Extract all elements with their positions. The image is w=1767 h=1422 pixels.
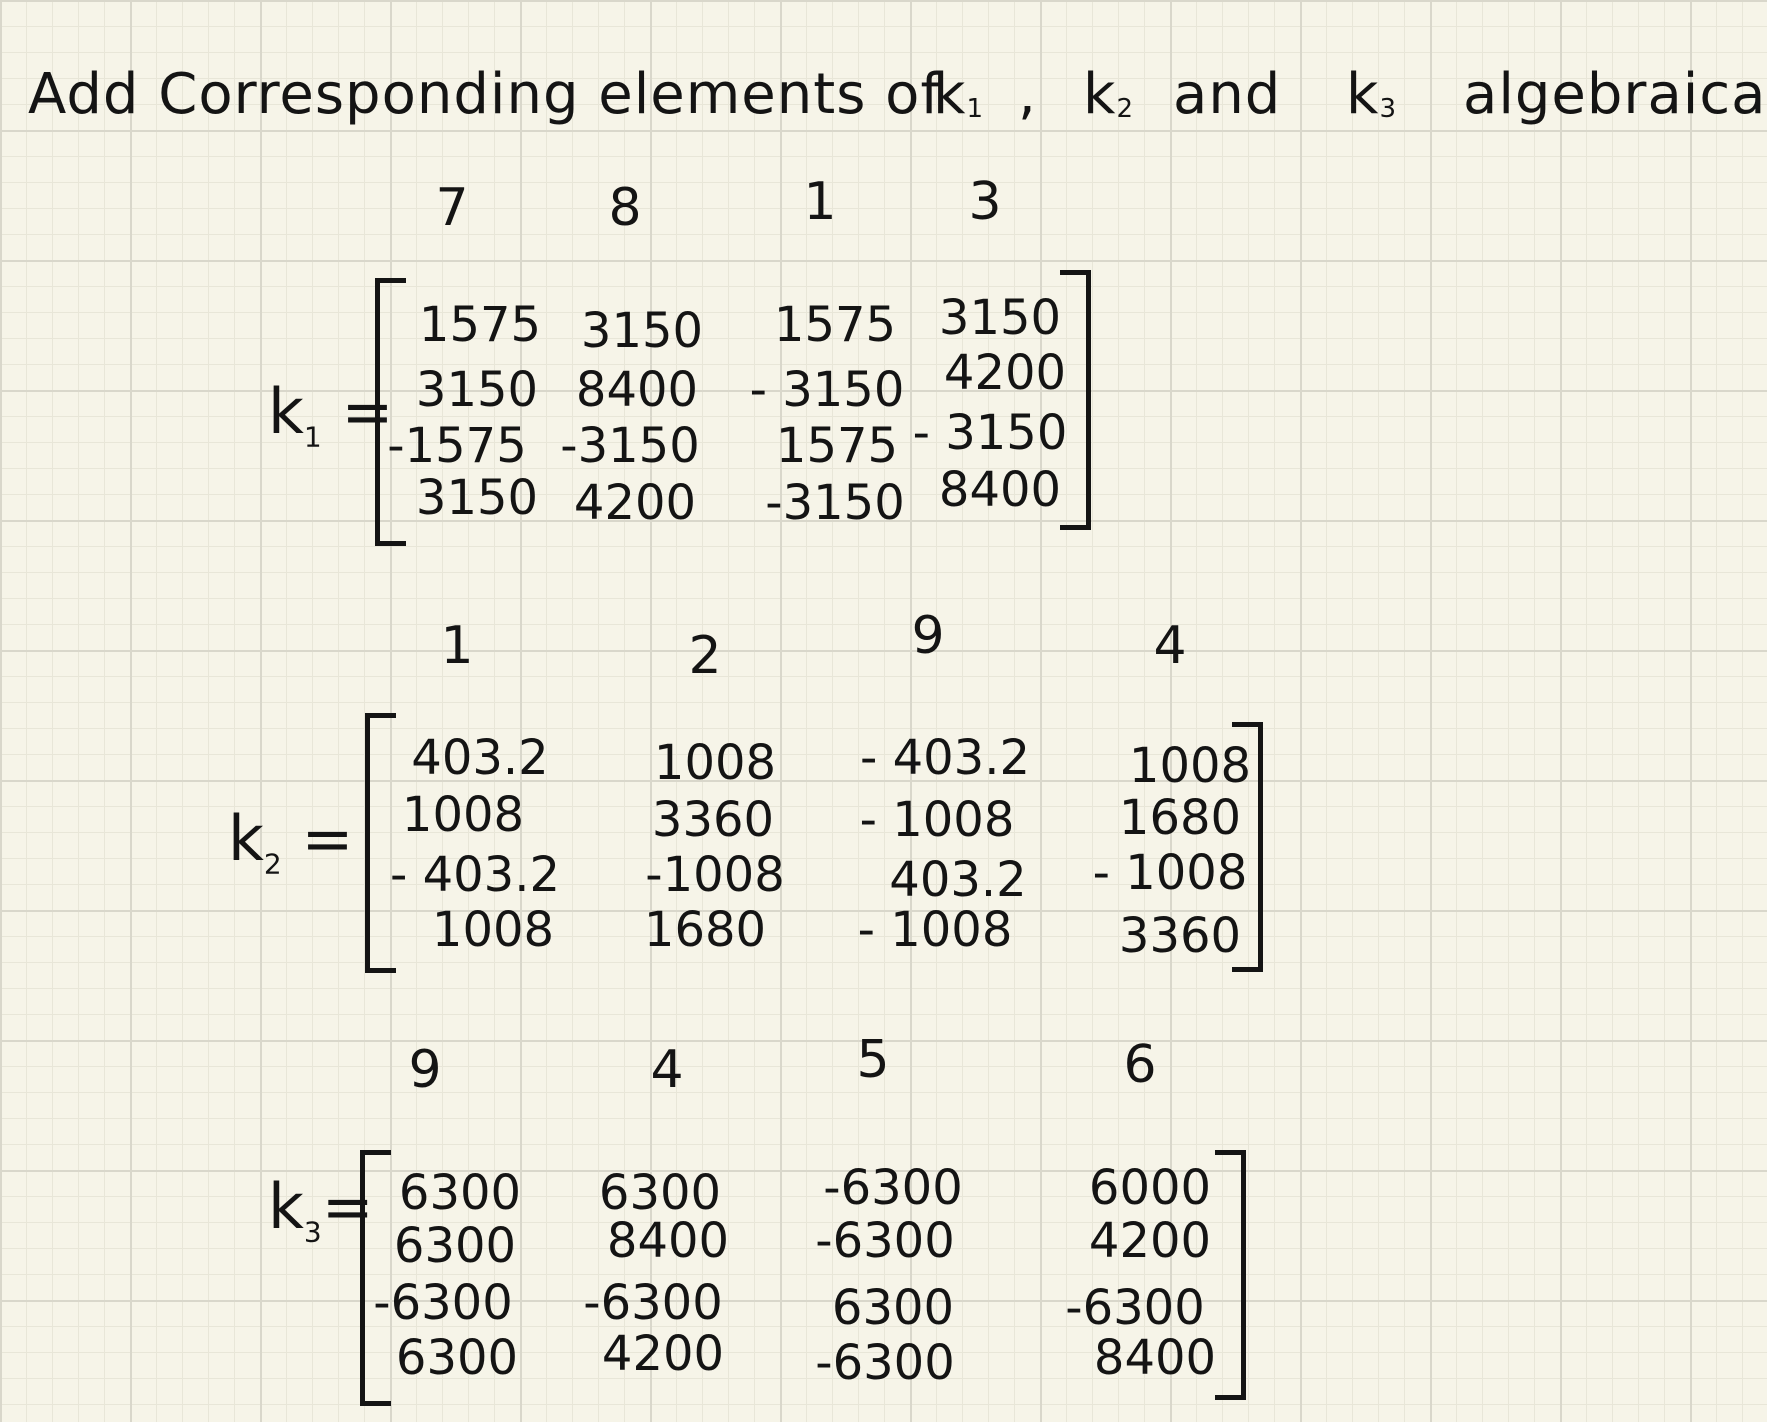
matrix-name: k1 = [268,375,393,453]
dof-label: 2 [688,626,722,686]
matrix-cell: 4200 [1088,1213,1212,1269]
matrix-cell: 6300 [598,1165,722,1221]
matrix-name-sub: 3 [303,1215,322,1249]
matrix-cell: - 403.2 [390,847,560,903]
dof-label: 3 [968,172,1002,232]
matrix-cell: - 1008 [859,792,1015,848]
title-comma: , [1018,62,1037,127]
dof-label: 5 [856,1030,890,1090]
matrix-cell: -6300 [583,1275,723,1331]
dof-label: 4 [1153,616,1187,676]
matrix-cell: 403.2 [411,730,549,786]
dof-label: 9 [408,1040,442,1100]
matrix-cell: -3150 [560,418,700,474]
matrix-cell: 4200 [943,345,1067,401]
right-bracket [1215,1150,1246,1400]
title-suffix: algebraically [1463,62,1767,127]
dof-label: 9 [911,606,945,666]
matrix-cell: 6300 [398,1165,522,1221]
dof-label: 1 [803,172,837,232]
matrix-cell: 3150 [938,290,1062,346]
dof-label: 1 [440,616,474,676]
title-k3-letter: k [1346,62,1380,127]
matrix-cell: 3360 [651,792,775,848]
equals-sign: = [341,375,394,448]
matrix-cell: 6300 [393,1218,517,1274]
matrix-cell: 403.2 [889,852,1027,908]
matrix-cell: 8400 [938,462,1062,518]
matrix-cell: 4200 [601,1326,725,1382]
matrix-cell: 6000 [1088,1160,1212,1216]
matrix-name-sub: 2 [263,847,282,881]
title-k2: k2 [1083,62,1134,127]
equals-sign: = [301,802,354,875]
right-bracket [1232,722,1263,972]
title-k3-sub: 3 [1379,94,1397,124]
title-prefix: Add Corresponding elements of [28,62,942,127]
matrix-name-letter: k [268,375,304,448]
matrix-cell: 8400 [575,362,699,418]
matrix-cell: 3150 [415,470,539,526]
matrix-cell: -6300 [1065,1280,1205,1336]
matrix-cell: 8400 [606,1213,730,1269]
matrix-cell: 1680 [643,902,767,958]
matrix-cell: - 3150 [912,405,1068,461]
matrix-cell: -1008 [645,847,785,903]
dof-label: 6 [1123,1035,1157,1095]
title-k2-letter: k [1083,62,1117,127]
title-k3: k3 [1346,62,1397,127]
matrix-cell: 1575 [418,297,542,353]
matrix-cell: 1575 [775,418,899,474]
matrix-name-sub: 1 [303,420,322,454]
matrix-name: k3= [268,1170,374,1248]
equals-sign: = [321,1170,374,1243]
matrix-cell: 1008 [1128,738,1252,794]
title-and: and [1173,62,1282,127]
matrix-cell: -1575 [387,418,527,474]
title-k1-letter: k [933,62,967,127]
matrix-cell: -6300 [815,1335,955,1391]
matrix-cell: 6300 [831,1280,955,1336]
title-k1: k1 [933,62,984,127]
matrix-cell: - 403.2 [860,730,1030,786]
matrix-cell: 3150 [580,303,704,359]
matrix-cell: - 1008 [1092,845,1248,901]
title-k1-sub: 1 [966,94,984,124]
title-line: Add Corresponding elements of k1 , k2 an… [28,62,1767,152]
matrix-cell: -6300 [815,1213,955,1269]
matrix-cell: 4200 [573,475,697,531]
matrix-cell: 6300 [395,1330,519,1386]
matrix-name: k2 = [228,802,353,880]
matrix-cell: 1680 [1118,790,1242,846]
matrix-name-letter: k [228,802,264,875]
left-bracket [365,713,396,973]
matrix-cell: 3150 [415,362,539,418]
matrix-cell: 1008 [431,902,555,958]
matrix-cell: - 3150 [749,362,905,418]
matrix-name-letter: k [268,1170,304,1243]
matrix-cell: 1008 [401,787,525,843]
matrix-cell: -3150 [765,475,905,531]
matrix-cell: 1008 [653,735,777,791]
title-k2-sub: 2 [1116,94,1134,124]
matrix-cell: -6300 [823,1160,963,1216]
matrix-cell: 8400 [1093,1330,1217,1386]
matrix-cell: -6300 [373,1275,513,1331]
left-bracket [360,1150,391,1406]
dof-label: 8 [608,178,642,238]
matrix-cell: - 1008 [857,902,1013,958]
matrix-cell: 1575 [773,297,897,353]
dof-label: 7 [435,178,469,238]
right-bracket [1060,270,1091,530]
dof-label: 4 [650,1040,684,1100]
matrix-cell: 3360 [1118,908,1242,964]
left-bracket [375,278,406,546]
